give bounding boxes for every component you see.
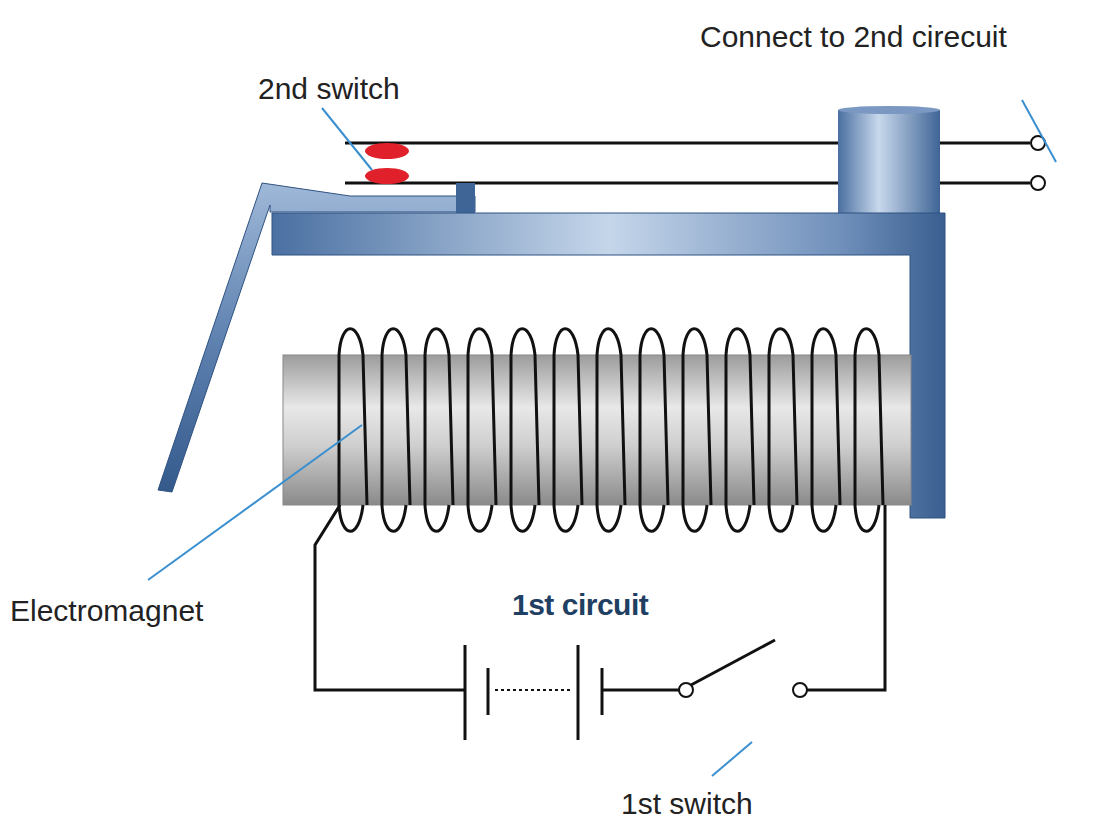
part-label: Electromagnet (10, 594, 203, 627)
coil-loop (683, 329, 711, 532)
coil-loop (855, 329, 883, 532)
coil-loop (812, 329, 840, 532)
coil-loop (339, 329, 367, 532)
post-top (838, 106, 940, 114)
armature-tab (456, 183, 475, 215)
circuit-label: 1st circuit (512, 588, 648, 621)
contact-point (365, 143, 409, 159)
coil-loop (468, 329, 496, 532)
part-label: 1st switch (621, 787, 753, 820)
coil-winding (339, 329, 883, 532)
coil-loop (511, 329, 539, 532)
part-label: 2nd switch (258, 72, 400, 105)
contact-post (838, 110, 940, 215)
coil-loop (726, 329, 754, 532)
terminal-label: Connect to 2nd cirecuit (700, 20, 1007, 53)
coil-loop (382, 329, 410, 532)
yoke-frame (272, 213, 945, 518)
leader-lines (148, 100, 1056, 776)
coil-loop (597, 329, 625, 532)
coil-loop (425, 329, 453, 532)
coil-loop (640, 329, 668, 532)
contact-point (365, 168, 409, 184)
coil-loop (554, 329, 582, 532)
coil-loop (769, 329, 797, 532)
circuit-wires (315, 505, 885, 740)
